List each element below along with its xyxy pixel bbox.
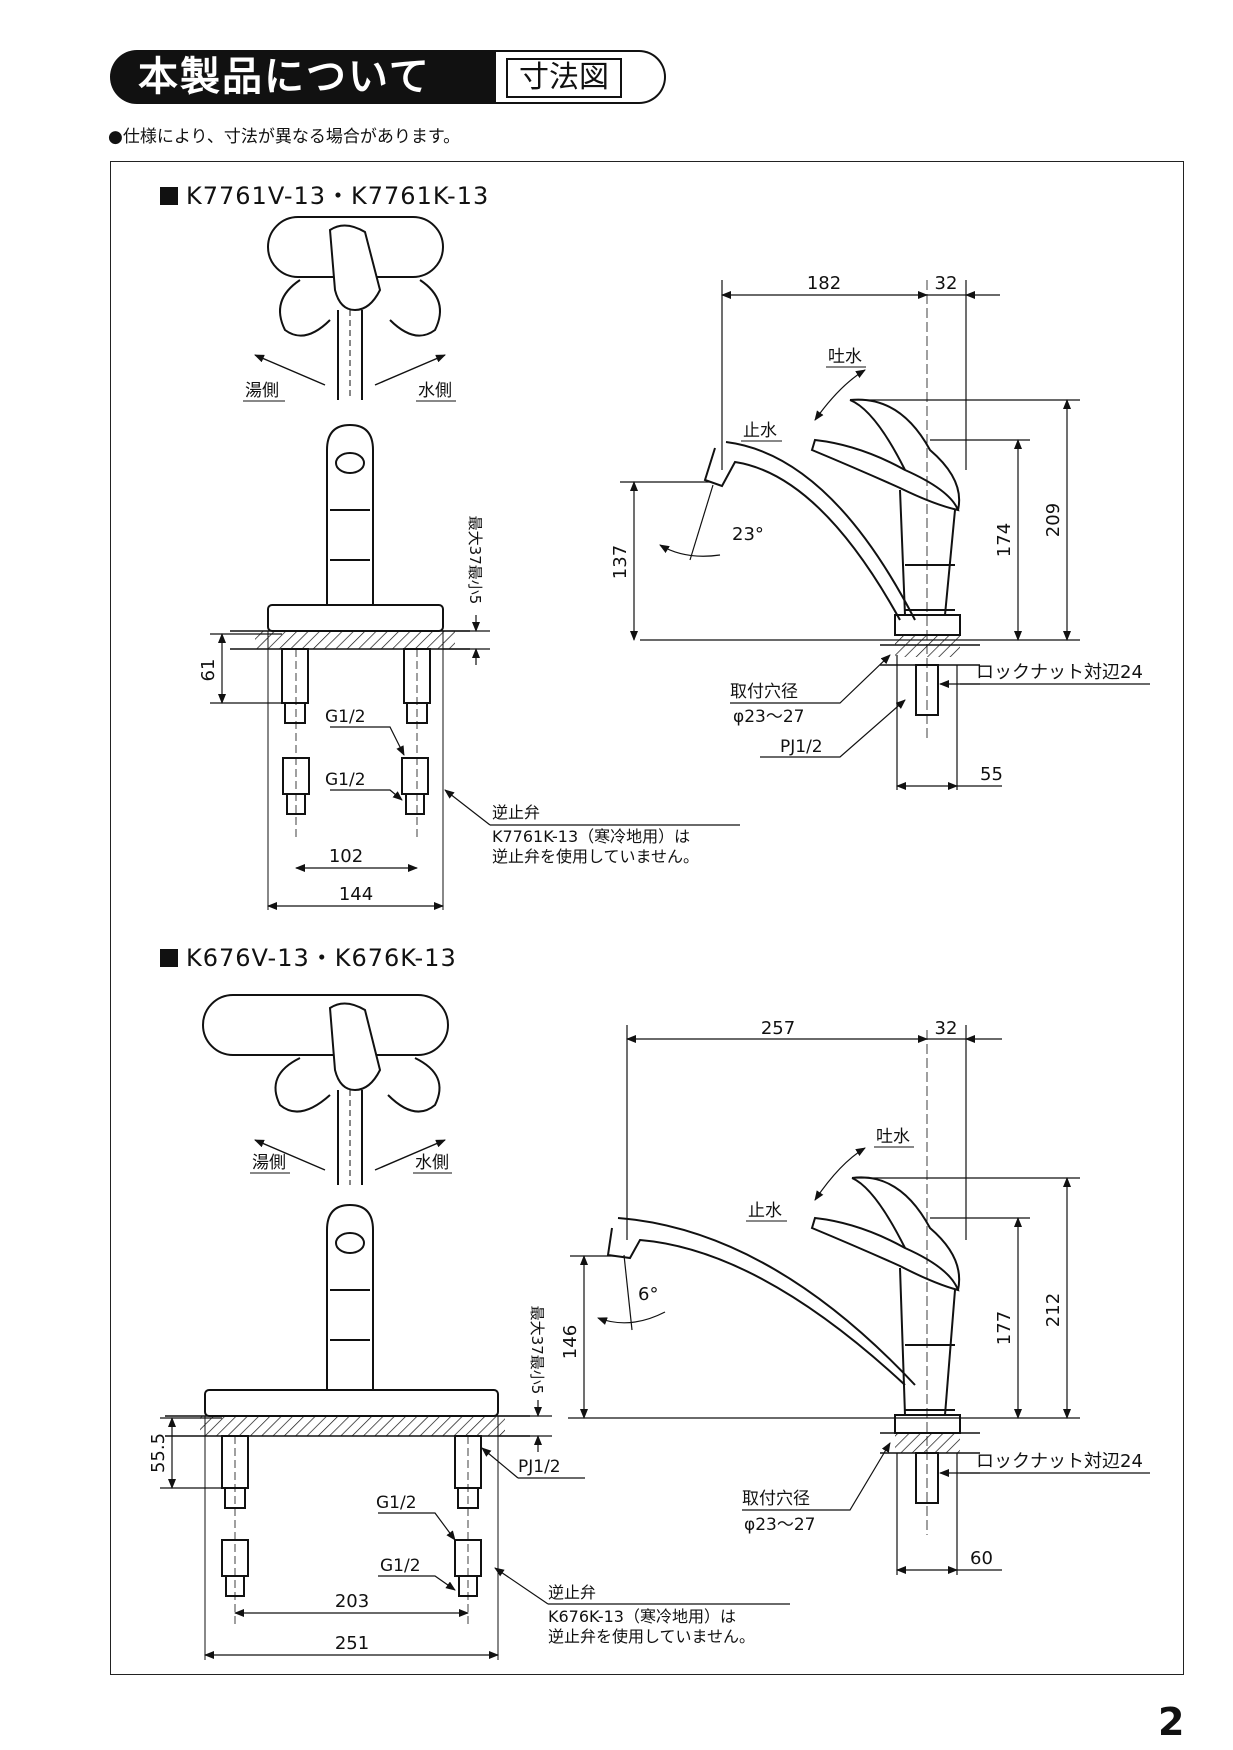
dim-pitch-2: 203 <box>335 1591 369 1612</box>
pj12-label-1: PJ1/2 <box>780 737 823 757</box>
dim-angle-1: 23° <box>732 524 764 545</box>
pj12-label-2: PJ1/2 <box>518 1457 561 1477</box>
lock-nut-label-1: ロックナット対辺24 <box>976 662 1143 683</box>
stop-label-1: 止水 <box>743 421 777 441</box>
dim-offset-2: 32 <box>935 1018 958 1039</box>
dim-width-2: 251 <box>335 1633 369 1654</box>
mount-dia-label-2: φ23〜27 <box>744 1515 815 1535</box>
g12-label-2b: G1/2 <box>380 1556 421 1576</box>
dim-reach-1: 182 <box>807 273 841 294</box>
dim-offset-1: 32 <box>935 273 958 294</box>
section-title: 寸法図 <box>506 58 622 98</box>
hot-label-2: 湯側 <box>252 1153 286 1173</box>
front-view-1 <box>230 423 470 910</box>
model-note-2b: 逆止弁を使用していません。 <box>548 1627 755 1646</box>
dim-pitch-1: 102 <box>329 846 363 867</box>
discharge-label-1: 吐水 <box>828 347 862 367</box>
top-view-2 <box>202 994 449 1185</box>
dim-spout-height-2: 177 <box>994 1311 1015 1345</box>
dim-outlet-height-1: 137 <box>610 545 631 579</box>
dim-under-1: 61 <box>198 659 219 682</box>
drawing-frame <box>110 161 1184 1675</box>
deck-thickness-2: 最大37最小5 <box>528 1306 546 1395</box>
model-note-2a: K676K-13（寒冷地用）は <box>548 1607 736 1626</box>
model-note-1b: 逆止弁を使用していません。 <box>492 847 699 866</box>
lock-nut-label-2: ロックナット対辺24 <box>976 1451 1143 1472</box>
page-header: 本製品について 寸法図 <box>110 50 666 104</box>
cold-label-1: 水側 <box>418 381 452 401</box>
page-number: 2 <box>1158 1700 1185 1744</box>
dim-nut-1: 55 <box>980 764 1003 785</box>
dim-under-2: 55.5 <box>148 1433 169 1473</box>
deck-thickness-1: 最大37最小5 <box>466 516 484 605</box>
front-view-2 <box>165 1203 530 1660</box>
dim-reach-2: 257 <box>761 1018 795 1039</box>
dim-nut-2: 60 <box>970 1548 993 1569</box>
g12-label-2a: G1/2 <box>376 1493 417 1513</box>
page-title: 本製品について <box>110 50 500 104</box>
hot-label-1: 湯側 <box>245 381 279 401</box>
cold-label-2: 水側 <box>415 1153 449 1173</box>
dim-total-height-2: 212 <box>1043 1293 1064 1327</box>
g12-label-1b: G1/2 <box>325 770 366 790</box>
dim-spout-height-1: 174 <box>994 523 1015 557</box>
check-valve-label-1: 逆止弁 <box>492 803 540 822</box>
spec-note: ●仕様により、寸法が異なる場合があります。 <box>108 127 461 147</box>
model-note-1a: K7761K-13（寒冷地用）は <box>492 827 690 846</box>
model-title-1: K7761V-13・K7761K-13 <box>160 176 489 211</box>
top-view-1 <box>254 216 446 400</box>
mount-hole-label-1: 取付穴径 <box>730 682 798 702</box>
discharge-label-2: 吐水 <box>876 1127 910 1147</box>
side-view-2 <box>606 1030 980 1535</box>
dim-outlet-height-2: 146 <box>560 1325 581 1359</box>
mount-hole-label-2: 取付穴径 <box>742 1489 810 1509</box>
dim-width-1: 144 <box>339 884 373 905</box>
dim-angle-2: 6° <box>638 1284 658 1305</box>
side-view-1 <box>703 280 980 740</box>
stop-label-2: 止水 <box>748 1201 782 1221</box>
dim-total-height-1: 209 <box>1043 503 1064 537</box>
bullet-square-icon <box>160 949 178 967</box>
check-valve-label-2: 逆止弁 <box>548 1583 596 1602</box>
section-tab: 寸法図 <box>496 50 666 104</box>
mount-dia-label-1: φ23〜27 <box>733 707 804 727</box>
model-title-2: K676V-13・K676K-13 <box>160 938 457 973</box>
bullet-square-icon <box>160 187 178 205</box>
g12-label-1a: G1/2 <box>325 707 366 727</box>
